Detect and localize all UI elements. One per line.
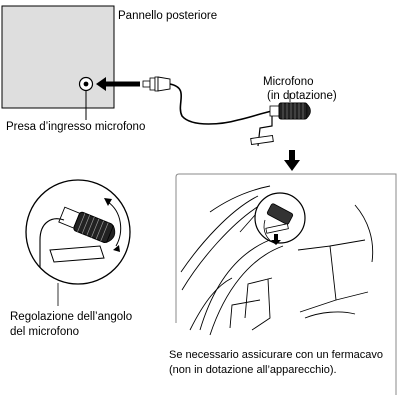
angle-adjust-label-2: del microfono	[10, 326, 80, 338]
rear-panel	[1, 5, 115, 109]
mic-cable	[169, 83, 273, 125]
zoom-connector	[239, 214, 256, 233]
microphone	[250, 102, 311, 147]
dashboard-illustration	[180, 185, 374, 336]
angle-adjust-label: Regolazione dell’angolo	[10, 311, 133, 323]
mic-plug	[142, 76, 171, 92]
insert-arrow	[96, 77, 140, 91]
mic-input-jack	[78, 76, 94, 92]
clamp-note-2: (non in dotazione all’apparecchio).	[169, 364, 337, 376]
clamp-note: Se necessario assicurare con un fermacav…	[169, 349, 383, 361]
angle-adjust-detail	[25, 179, 131, 285]
mounted-mic-zoom	[254, 192, 306, 245]
microphone-label: Microfono	[263, 76, 314, 88]
rear-panel-label: Pannello posteriore	[118, 10, 218, 22]
dashboard-frame	[175, 173, 397, 395]
microphone-supplied-label: (in dotazione)	[267, 90, 337, 102]
down-arrow	[284, 150, 300, 171]
mic-input-jack-label: Presa d’ingresso microfono	[6, 121, 146, 133]
